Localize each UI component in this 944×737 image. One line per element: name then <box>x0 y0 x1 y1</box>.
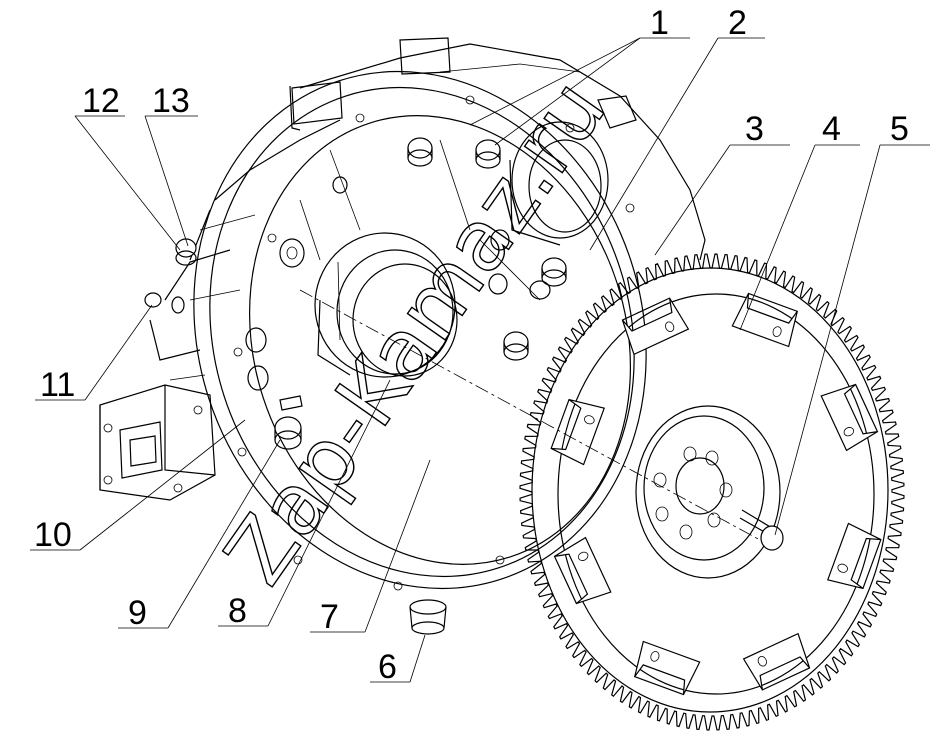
hub-bolt-holes <box>653 446 733 540</box>
clutch-lug <box>621 297 690 356</box>
clutch-lug <box>553 536 612 605</box>
dowel-pin <box>739 509 784 551</box>
clutch-drive-lugs <box>550 292 882 696</box>
callout-8: 8 <box>228 592 247 630</box>
small-fasteners-left <box>144 238 303 411</box>
callout-4: 4 <box>822 110 841 148</box>
crankshaft-bore <box>314 232 458 378</box>
callout-2: 2 <box>728 4 747 42</box>
housing-bolts <box>274 137 567 450</box>
clutch-lug <box>731 292 799 348</box>
callout-leaders <box>30 37 930 683</box>
clutch-lug <box>742 632 811 691</box>
callout-6: 6 <box>378 648 397 686</box>
flywheel <box>519 253 905 731</box>
callout-13: 13 <box>152 82 190 120</box>
clutch-lug <box>826 522 882 590</box>
callout-10: 10 <box>34 516 72 554</box>
callout-5: 5 <box>890 110 909 148</box>
inspection-window <box>509 121 609 246</box>
callout-1: 1 <box>650 4 669 42</box>
housing-washers <box>245 176 510 391</box>
flange-bolt-holes <box>233 95 635 591</box>
flywheel-housing <box>99 37 706 591</box>
ring-gear <box>519 253 905 731</box>
callout-9: 9 <box>128 594 147 632</box>
clutch-lug <box>550 398 606 466</box>
callout-3: 3 <box>745 110 764 148</box>
callout-numbers: 1 2 3 4 5 6 7 8 9 10 11 12 13 <box>34 4 909 686</box>
clutch-lug <box>633 640 701 696</box>
ring-gear-teeth <box>519 253 905 731</box>
callout-7: 7 <box>320 598 339 636</box>
callout-12: 12 <box>82 82 120 120</box>
bushing <box>409 599 447 635</box>
clutch-lug <box>820 383 879 452</box>
callout-11: 11 <box>40 366 75 404</box>
